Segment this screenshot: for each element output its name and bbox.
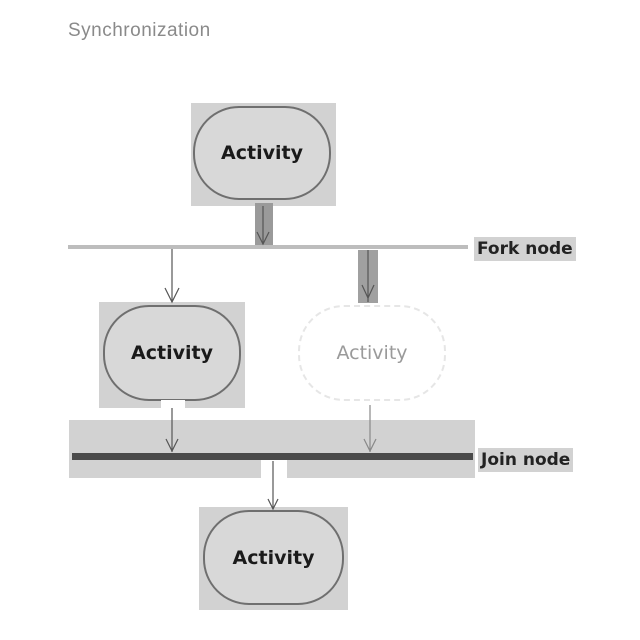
activity-left: Activity bbox=[103, 305, 241, 401]
activity-bottom: Activity bbox=[203, 510, 344, 605]
arrowhead-join-to-bottom bbox=[267, 498, 279, 511]
join-outgoing-gap bbox=[261, 460, 287, 478]
arrowhead-fork-to-right bbox=[361, 284, 375, 300]
join-node-label: Join node bbox=[478, 448, 574, 472]
fork-bar bbox=[68, 245, 468, 249]
activity-top: Activity bbox=[193, 106, 331, 200]
join-bar bbox=[72, 453, 473, 460]
left-incoming-gap bbox=[161, 400, 185, 420]
arrowhead-top-to-fork bbox=[256, 231, 270, 246]
fork-node-label: Fork node bbox=[474, 237, 576, 261]
arrowhead-fork-to-left bbox=[164, 287, 180, 304]
diagram-title: Synchronization bbox=[68, 20, 211, 41]
arrowhead-right-to-join bbox=[363, 438, 377, 453]
activity-right: Activity bbox=[298, 305, 446, 401]
connector-top-panel bbox=[255, 203, 273, 246]
arrowhead-left-to-join bbox=[165, 438, 179, 453]
